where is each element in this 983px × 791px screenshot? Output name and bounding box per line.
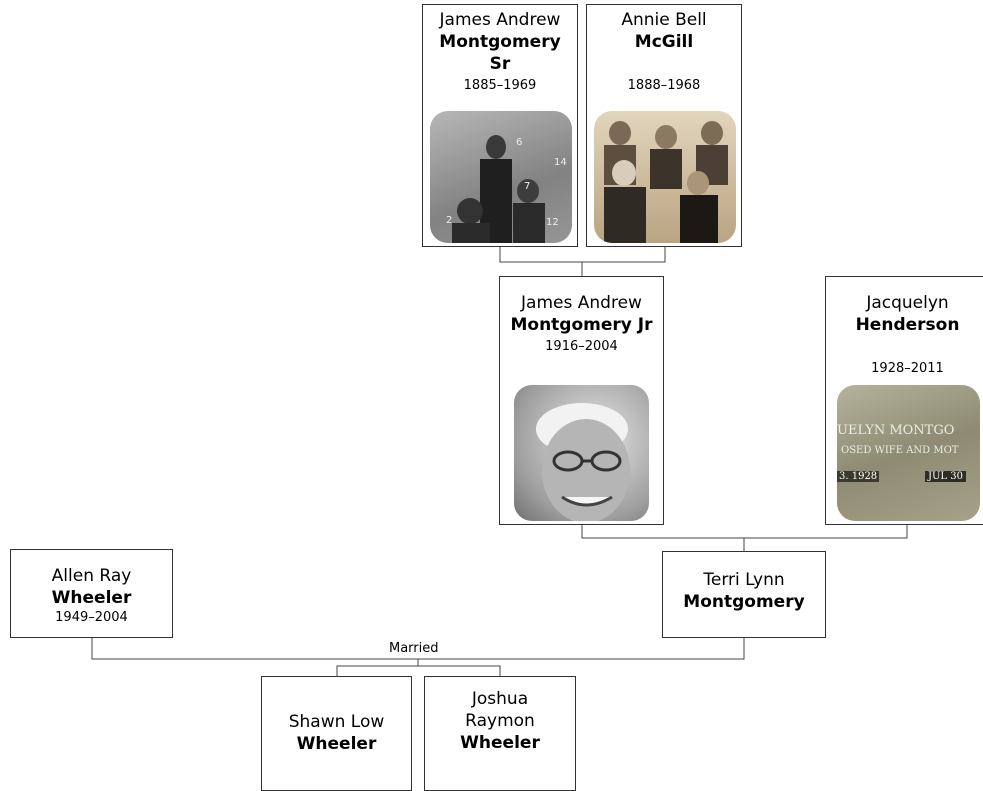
photo-number-label: 2 [446,215,453,226]
person-card-james-andrew-montgomery-jr[interactable]: James Andrew Montgomery Jr 1916–2004 [499,276,664,525]
photo-number-label: 7 [524,181,531,192]
surname: Montgomery Sr [439,32,561,74]
portrait-face [536,403,630,521]
person-card-jacquelyn-henderson[interactable]: Jacquelyn Henderson 1928–2011 UELYN MONT… [825,276,983,525]
surname: Montgomery [683,592,805,612]
life-dates: 1885–1969 [463,78,537,93]
given-name: James Andrew [439,10,561,30]
grave-inscription: UELYN MONTGO [837,423,955,438]
person-card-joshua-raymon-wheeler[interactable]: Joshua Raymon Wheeler [424,676,576,791]
surname: McGill [634,32,694,52]
person-card-annie-bell-mcgill[interactable]: Annie Bell McGill 1888–1968 [586,4,742,247]
given-name: Annie Bell [621,10,707,30]
surname: Wheeler [460,733,540,753]
person-card-shawn-low-wheeler[interactable]: Shawn Low Wheeler [261,676,412,791]
given-name: Jacquelyn [866,293,949,313]
grave-marker-photo[interactable]: UELYN MONTGO OSED WIFE AND MOT 3. 1928 J… [837,385,980,521]
relationship-label: Married [387,641,441,656]
grave-inscription: JUL 30 [925,471,966,482]
photo-number-label: 6 [516,137,523,148]
family-photo[interactable] [594,111,736,243]
given-name: Shawn Low [288,712,385,732]
given-name: Joshua Raymon [465,689,535,731]
family-photo[interactable]: 6 7 14 2 12 [430,111,572,243]
photo-number-label: 14 [554,157,567,168]
family-photo-figures [604,121,728,243]
grave-inscription: 3. 1928 [837,471,880,482]
given-name: Terri Lynn [703,570,785,590]
person-card-james-andrew-montgomery-sr[interactable]: James Andrew Montgomery Sr 1885–1969 6 7… [422,4,578,247]
life-dates: 1888–1968 [627,78,701,93]
grave-inscription: OSED WIFE AND MOT [841,445,959,456]
person-card-allen-ray-wheeler[interactable]: Allen Ray Wheeler 1949–2004 [10,549,173,638]
person-card-terri-lynn-montgomery[interactable]: Terri Lynn Montgomery [662,551,826,638]
photo-number-label: 12 [546,217,559,228]
given-name: James Andrew [521,293,642,313]
family-photo-figures [430,111,572,243]
surname: Montgomery Jr [510,315,653,335]
surname: Henderson [855,315,960,335]
life-dates: 1928–2011 [871,361,944,376]
given-name: Allen Ray [51,566,132,586]
surname: Wheeler [51,588,132,608]
portrait-photo[interactable] [514,385,649,521]
surname: Wheeler [296,734,377,754]
life-dates: 1949–2004 [55,610,128,625]
life-dates: 1916–2004 [545,339,618,354]
